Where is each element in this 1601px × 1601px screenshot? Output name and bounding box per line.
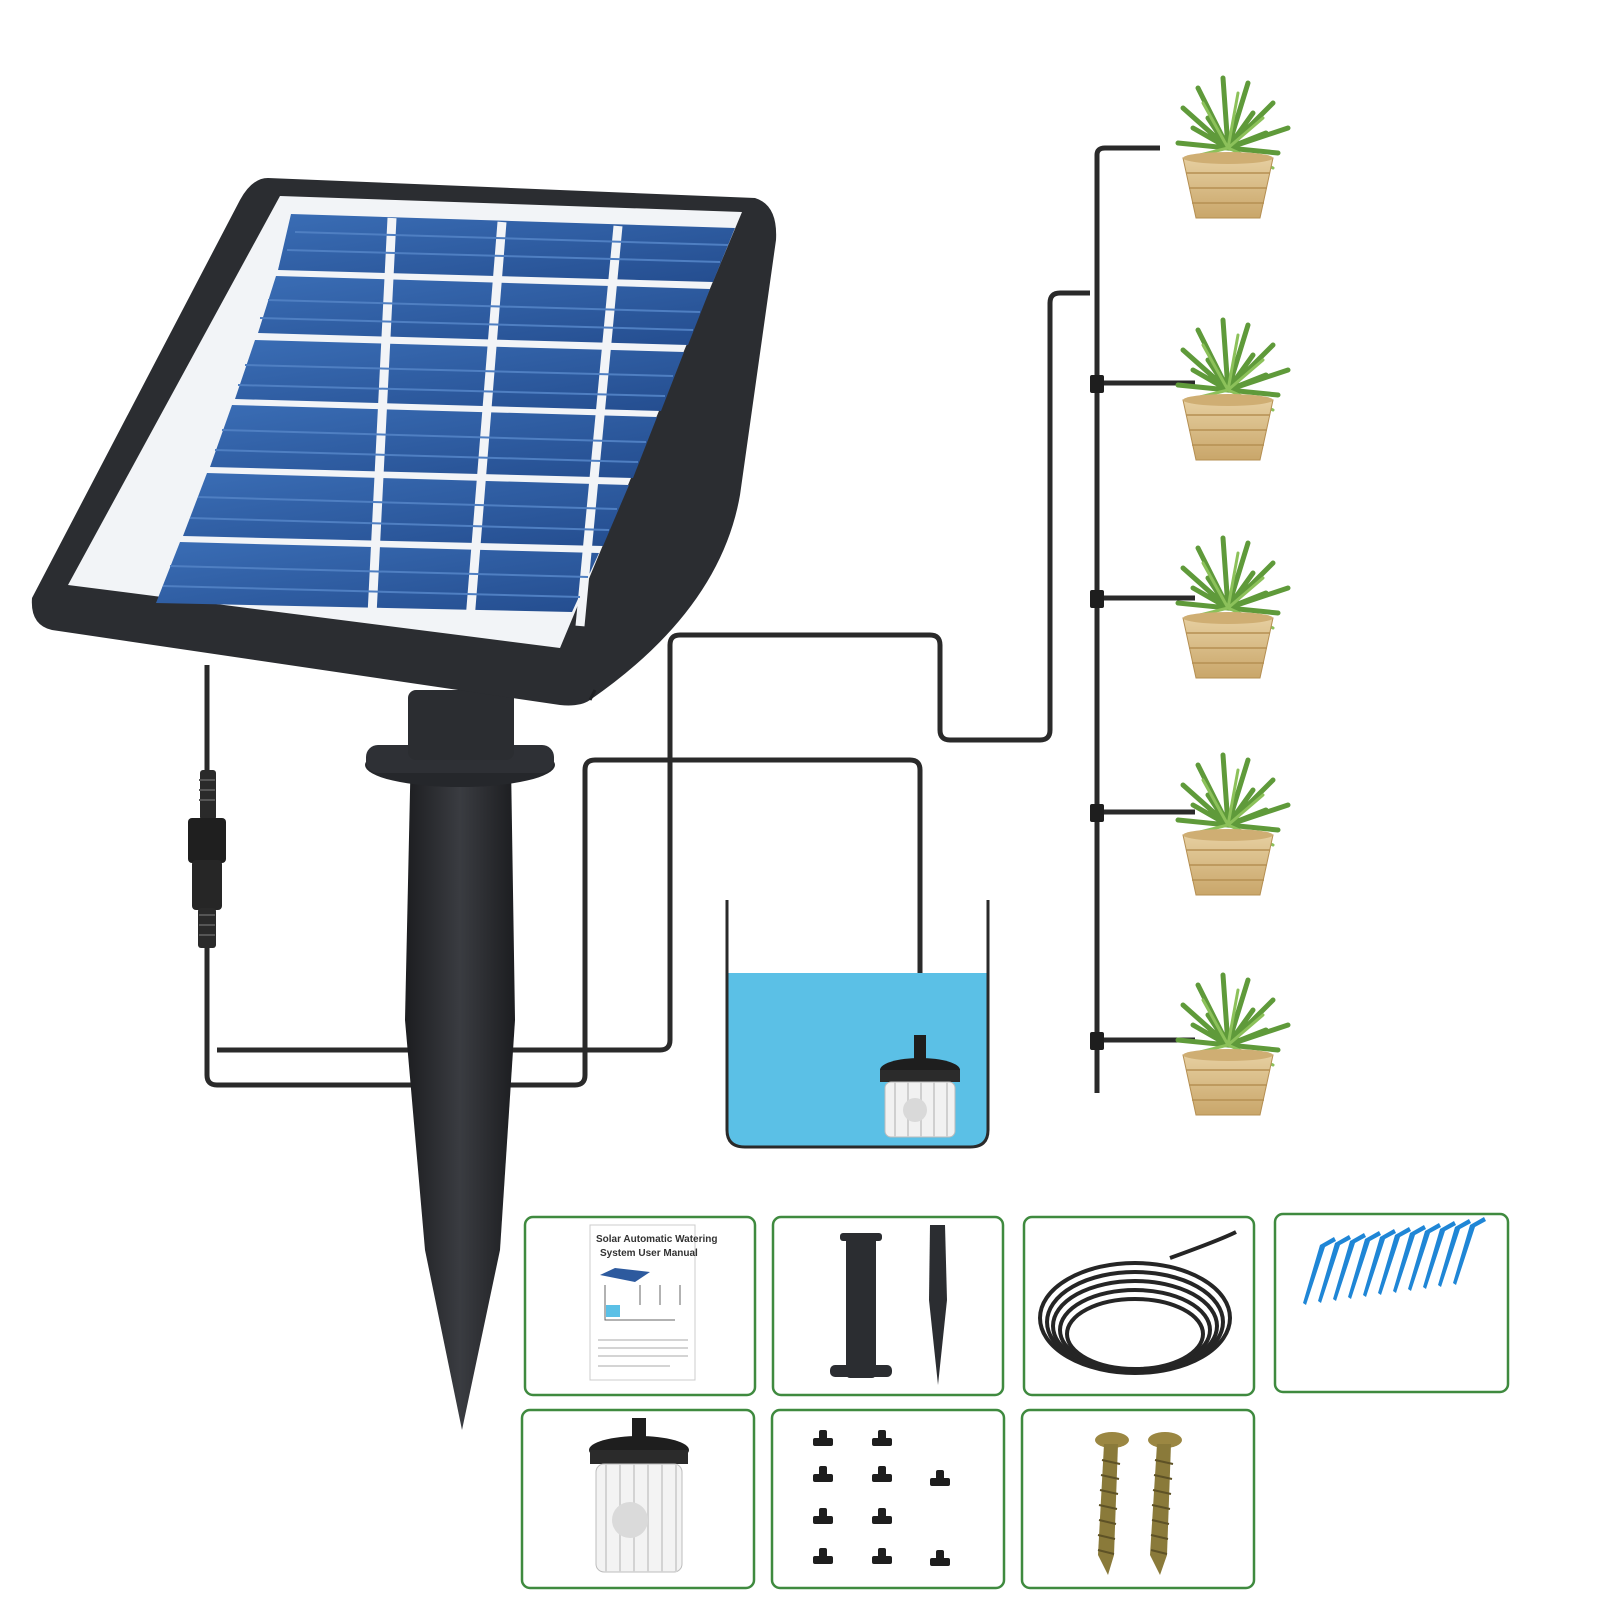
manifold-tees <box>1090 375 1104 1050</box>
cable-connector <box>188 770 226 948</box>
potted-plant-2 <box>1178 320 1288 460</box>
accessory-box-drippers <box>1273 1212 1510 1394</box>
pump-accessory <box>589 1418 689 1573</box>
accessory-box-screws <box>1020 1408 1256 1590</box>
potted-plant-3 <box>1178 538 1288 678</box>
potted-plant-1 <box>1178 78 1288 218</box>
coiled-tubing <box>1038 1230 1237 1375</box>
manual-title-line2: System User Manual <box>600 1248 698 1259</box>
ground-stake <box>365 690 555 1430</box>
potted-plant-4 <box>1178 755 1288 895</box>
accessory-box-tees <box>770 1408 1006 1590</box>
stake-and-spike <box>830 1225 947 1385</box>
manual-title-line1: Solar Automatic Watering <box>596 1234 718 1245</box>
screws <box>1095 1432 1182 1575</box>
pump-filter <box>880 1035 960 1138</box>
water-tubing <box>204 145 1195 1093</box>
user-manual: Solar Automatic Watering System User Man… <box>589 1224 718 1381</box>
solar-cells <box>156 214 735 627</box>
solar-panel <box>31 178 777 706</box>
potted-plant-5 <box>1178 975 1288 1115</box>
